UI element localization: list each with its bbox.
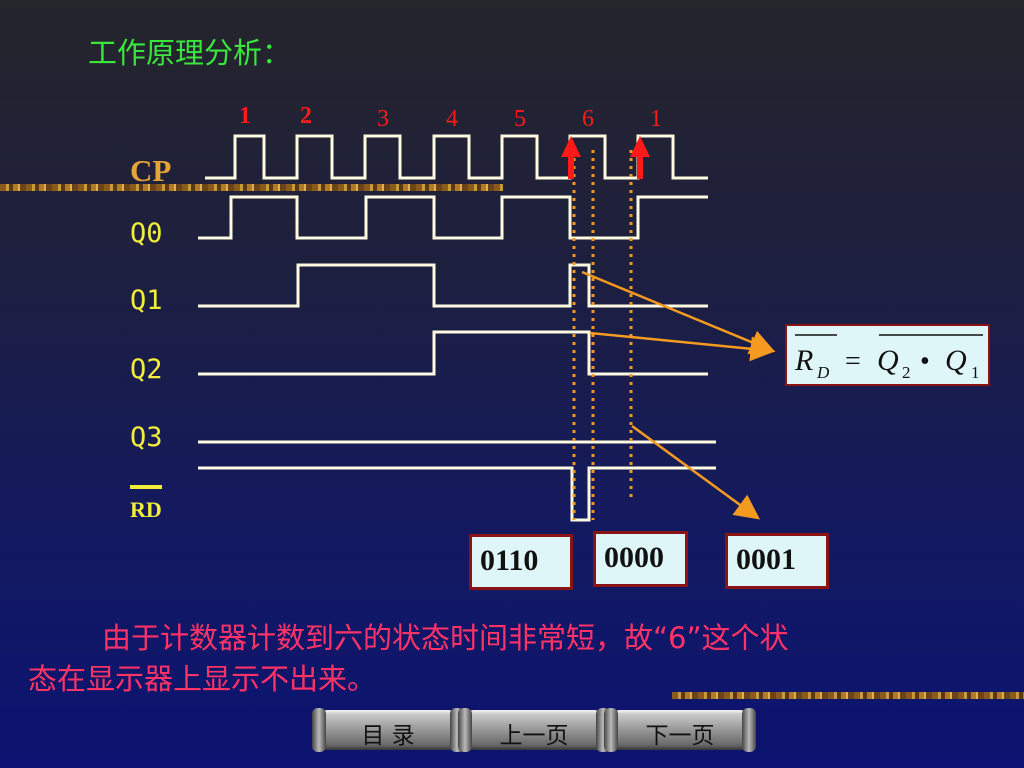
decorative-bar-right	[672, 692, 1024, 699]
state-box-0000: 0000	[593, 531, 688, 587]
formula-dot: •	[920, 346, 930, 377]
pulse-number-3: 3	[377, 106, 389, 132]
formula-q2: Q	[877, 344, 899, 377]
rd-waveform	[198, 466, 716, 522]
pulse-number-1: 1	[239, 103, 251, 129]
arrow-q2-to-formula	[589, 331, 776, 362]
prev-page-button-label: 上一页	[499, 723, 569, 749]
menu-button[interactable]: 目 录	[312, 708, 464, 752]
formula-q1: Q	[945, 344, 967, 377]
button-cap-left	[604, 708, 618, 752]
formula-equals: =	[845, 346, 861, 377]
button-cap-left	[458, 708, 472, 752]
menu-button-label: 目 录	[361, 723, 415, 749]
formula-q1-sub: 1	[971, 363, 980, 382]
state-box-0001: 0001	[725, 533, 829, 589]
pulse-number-4: 4	[446, 106, 458, 132]
prev-page-button[interactable]: 上一页	[458, 708, 610, 752]
state-box-0110: 0110	[469, 534, 573, 590]
note-line-1: 由于计数器计数到六的状态时间非常短，故“6”这个状	[102, 621, 789, 655]
label-rd: RD	[130, 497, 162, 522]
button-cap-right	[742, 708, 756, 752]
formula-r: R	[794, 344, 813, 377]
note-line-2: 态在显示器上显示不出来。	[28, 662, 377, 696]
pulse-number-2: 2	[300, 103, 312, 129]
next-page-button-label: 下一页	[645, 723, 715, 749]
arrow-q1-to-formula	[581, 270, 776, 354]
pulse-number-6: 6	[582, 106, 594, 132]
pulse-number-5: 5	[514, 106, 526, 132]
formula-d: D	[816, 363, 830, 382]
page-title: 工作原理分析：	[88, 36, 292, 70]
arrow-to-state-0001	[631, 424, 761, 520]
button-cap-left	[312, 708, 326, 752]
red-up-arrow-2	[630, 136, 650, 179]
reset-formula: R D = Q 2 • Q 1	[785, 324, 990, 386]
cp-waveform	[205, 134, 708, 180]
q0-waveform	[198, 195, 708, 240]
q2-waveform	[198, 330, 708, 376]
label-cp: CP	[130, 153, 172, 188]
pulse-number-1-repeat: 1	[650, 106, 662, 132]
q1-waveform	[198, 263, 708, 308]
next-page-button[interactable]: 下一页	[604, 708, 756, 752]
label-q2: Q2	[130, 354, 163, 385]
decorative-bar-left	[0, 184, 503, 191]
label-q3: Q3	[130, 422, 163, 453]
label-q1: Q1	[130, 285, 163, 316]
rd-overbar	[130, 485, 162, 489]
formula-q2-sub: 2	[902, 363, 911, 382]
label-q0: Q0	[130, 218, 163, 249]
red-up-arrow-1	[561, 136, 581, 179]
